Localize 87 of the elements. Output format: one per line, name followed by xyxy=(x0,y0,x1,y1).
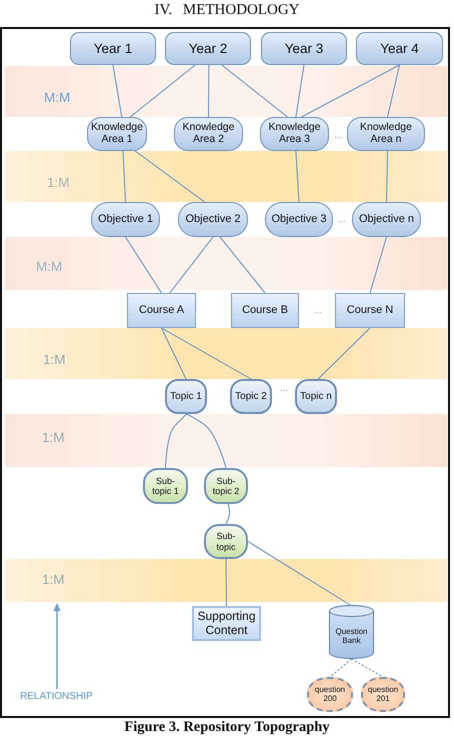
figure-caption: Figure 3. Repository Topography xyxy=(123,719,331,735)
connector-line xyxy=(169,236,214,294)
connector-line xyxy=(125,236,162,294)
node-label: Knowledge Area 1 xyxy=(90,122,144,146)
node-label: Objective 3 xyxy=(271,213,327,226)
objective-box xyxy=(91,202,160,237)
year-box xyxy=(165,32,251,65)
connector-line xyxy=(221,64,288,118)
subtopic-box xyxy=(204,468,248,504)
connector-line xyxy=(130,64,196,118)
topic-box xyxy=(295,379,337,414)
node-label: Knowledge Area 2 xyxy=(182,122,236,146)
knowledge-area-box xyxy=(260,117,329,151)
connector-line xyxy=(161,328,252,380)
connector-line xyxy=(387,64,400,118)
connector-line xyxy=(226,504,230,524)
course-box xyxy=(231,293,299,328)
year-box xyxy=(356,32,443,65)
topic-box xyxy=(230,379,272,414)
connector-line xyxy=(220,236,266,294)
objective-box xyxy=(178,202,248,237)
relationship-label: M:M xyxy=(44,90,70,106)
node-label: Course A xyxy=(138,304,184,317)
ellipsis-text: ... xyxy=(333,130,343,140)
node-label: Supporting Content xyxy=(196,610,257,637)
ellipsis-text: ... xyxy=(337,214,347,224)
relationship-label: 1:M xyxy=(42,430,65,446)
objective-box xyxy=(265,202,333,237)
node-label: question 201 xyxy=(366,686,400,704)
node-label: Objective 2 xyxy=(185,213,241,226)
year-box xyxy=(70,32,156,65)
connector-line xyxy=(208,64,210,118)
connector-line xyxy=(386,150,388,202)
node-label: question 200 xyxy=(314,686,346,704)
connector-line xyxy=(165,414,188,468)
dotted-line xyxy=(351,658,384,678)
knowledge-area-box xyxy=(174,117,243,151)
connector-line xyxy=(248,541,351,606)
node-label: Course B xyxy=(242,304,288,317)
objective-box xyxy=(352,202,421,237)
knowledge-area-box xyxy=(347,117,425,151)
connector-line xyxy=(295,64,304,118)
connector-line xyxy=(134,150,206,202)
node-label: Topic n xyxy=(300,390,332,402)
node-label: Sub- topic 2 xyxy=(212,476,240,496)
node-label: Year 3 xyxy=(284,40,324,56)
relationship-label: 1:M xyxy=(47,175,70,191)
ellipsis-text: ... xyxy=(279,383,289,393)
database-cylinder xyxy=(329,605,374,659)
node-label: Topic 2 xyxy=(235,390,267,402)
relationship-label: 1:M xyxy=(43,352,66,368)
node-label: Objective 1 xyxy=(98,213,154,226)
connector-line xyxy=(112,64,122,118)
connector-line xyxy=(161,328,186,380)
node-label: Topic 1 xyxy=(170,390,202,402)
node-label: Year 1 xyxy=(94,40,132,56)
subtopic-box xyxy=(143,468,188,504)
node-label: Year 4 xyxy=(380,40,419,56)
section-heading: IV. METHODOLOGY xyxy=(153,1,301,19)
ellipsis-text: ... xyxy=(313,305,323,315)
subtopic-box xyxy=(204,524,248,559)
connector-line xyxy=(295,150,300,202)
node-label: Question Bank xyxy=(334,628,369,646)
connector-line xyxy=(122,150,126,202)
connector-line xyxy=(226,558,227,606)
node-label: Sub- topic 1 xyxy=(151,476,180,496)
topic-box xyxy=(165,379,207,414)
node-label: Knowledge Area 3 xyxy=(268,122,322,146)
course-box xyxy=(127,293,196,328)
node-label: Objective n xyxy=(358,213,414,226)
question-bubble xyxy=(307,677,353,712)
connector-line xyxy=(186,414,226,468)
node-label: Year 2 xyxy=(188,40,228,56)
course-box xyxy=(335,293,405,328)
axis-label: RELATIONSHIP xyxy=(20,690,93,704)
knowledge-area-box xyxy=(87,117,147,151)
relationship-label: M:M xyxy=(36,259,62,275)
relationship-label: 1:M xyxy=(42,572,65,588)
question-bubble xyxy=(361,677,405,712)
year-box xyxy=(261,32,347,65)
connector-line xyxy=(318,328,370,380)
connector-line xyxy=(300,64,400,118)
node-label: Sub- topic xyxy=(215,531,236,552)
node-label: Knowledge Area n xyxy=(359,122,413,146)
node-label: Course N xyxy=(346,304,394,317)
connector-line xyxy=(370,236,387,294)
dotted-line xyxy=(330,658,352,678)
